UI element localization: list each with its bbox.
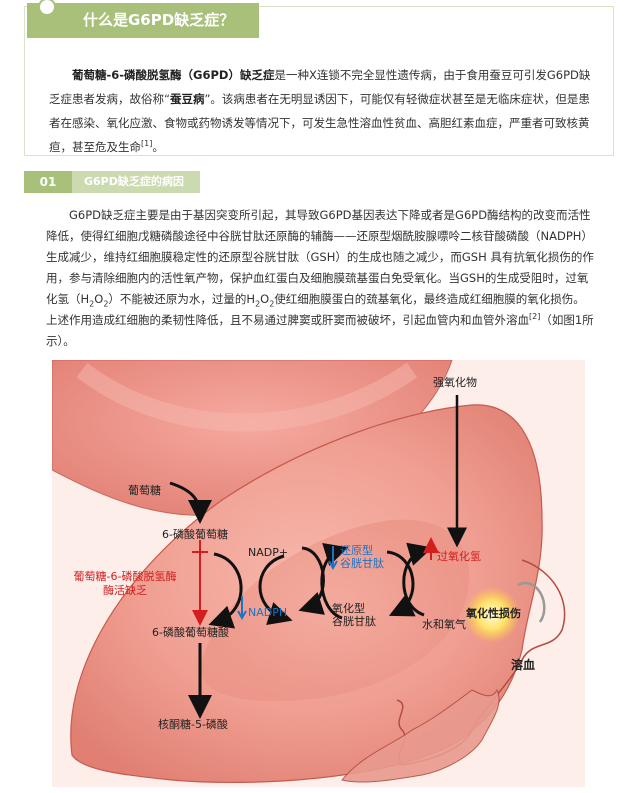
- membrane-loop: [517, 581, 546, 623]
- h2o2-formula-b: H2O2: [246, 292, 275, 309]
- label-6pg: 6-磷酸葡萄糖酸: [152, 626, 229, 639]
- body-text-1: G6PD缺乏症主要是由于基因突变所引起，其导致G6PD基因表达下降或者是G6PD…: [46, 208, 594, 306]
- label-hemolysis: 溶血: [511, 658, 536, 672]
- arrow-h2o2-cycle-1: [386, 550, 416, 617]
- section-header: 01 G6PD缺乏症的病因: [24, 171, 200, 193]
- h2o2-a-sub2: 2: [103, 299, 109, 309]
- h2o2-formula-a: H2O2: [80, 292, 109, 309]
- section-number: 01: [39, 175, 57, 189]
- arrow-nadp-cycle-2: [258, 554, 293, 625]
- h2o2-a-h: H: [80, 292, 90, 306]
- arrow-nadp-cycle-1: [208, 552, 243, 629]
- label-oxidant: 强氧化物: [433, 376, 477, 389]
- label-ru5p: 核酮糖-5-磷酸: [158, 718, 228, 731]
- h2o2-b-sub1: 2: [255, 299, 261, 309]
- intro-title: 什么是G6PD缺乏症？: [83, 11, 235, 29]
- intro-lead: 葡萄糖-6-磷酸脱氢酶（G6PD）缺乏症: [72, 68, 275, 82]
- label-nadph: NADPH: [248, 606, 288, 619]
- h2o2-b-o: O: [260, 292, 270, 306]
- label-g6p: 6-磷酸葡萄糖: [162, 528, 228, 541]
- body-text-2: ）不能被还原为水，过量的: [108, 292, 247, 306]
- section-title: G6PD缺乏症的病因: [84, 175, 184, 188]
- intro-text-1: 是一种X连锁不完全显性遗传病，由于食用蚕豆可引发G6PD缺乏症患者发病，故俗称“: [49, 68, 591, 106]
- pathway-figure: 强氧化物 葡萄糖 6-磷酸葡萄糖 葡萄糖-6-磷酸脱氢酶 酶活缺乏 6-磷酸葡萄…: [52, 360, 585, 787]
- label-nadp: NADP+: [248, 546, 289, 559]
- intro-paragraph: 葡萄糖-6-磷酸脱氢酶（G6PD）缺乏症是一种X连锁不完全显性遗传病，由于食用蚕…: [49, 63, 594, 159]
- arrow-glucose: [169, 481, 212, 524]
- label-water-oxygen: 水和氧气: [422, 618, 466, 631]
- body-text-3: 使红细胞膜蛋白的巯基氧化，最终造成红细胞膜的氧化损伤。上述作用造成红细胞的柔韧性…: [46, 292, 585, 327]
- h2o2-a-sub1: 2: [89, 299, 95, 309]
- oxidative-damage-glow: [464, 587, 520, 643]
- intro-ref[interactable]: [1]: [141, 139, 153, 149]
- label-gsh: 还原型 谷胱甘肽: [340, 544, 384, 570]
- label-g6pd-deficiency: 葡萄糖-6-磷酸脱氢酶 酶活缺乏: [73, 570, 177, 597]
- hemolysis-debris: [341, 688, 500, 783]
- h2o2-a-o: O: [94, 292, 104, 306]
- arrow-h2o2-cycle-2: [402, 542, 433, 617]
- intro-bold-term: 蚕豆病: [169, 92, 205, 106]
- label-glucose: 葡萄糖: [128, 484, 161, 497]
- intro-ring-icon: [38, 0, 56, 16]
- label-oxidative-damage: 氧化性损伤: [466, 607, 521, 620]
- h2o2-b-h: H: [246, 292, 256, 306]
- figure-illustration: [52, 360, 585, 787]
- intro-box: 葡萄糖-6-磷酸脱氢酶（G6PD）缺乏症是一种X连锁不完全显性遗传病，由于食用蚕…: [24, 6, 614, 156]
- h2o2-b-sub2: 2: [269, 299, 275, 309]
- body-text-4: （如图1所示）。: [46, 313, 594, 348]
- label-gssg: 氧化型 谷胱甘肽: [332, 602, 376, 628]
- body-ref[interactable]: [2]: [529, 312, 541, 322]
- intro-text-2: ”。该病患者在无明显诱因下，可能仅有轻微症状甚至是无临床症状，但是患者在感染、氧…: [49, 92, 590, 154]
- body-paragraph: G6PD缺乏症主要是由于基因突变所引起，其导致G6PD基因表达下降或者是G6PD…: [46, 205, 594, 352]
- intro-end: 。: [152, 140, 164, 154]
- label-h2o2: 过氧化氢: [437, 550, 481, 563]
- intro-title-tab: 什么是G6PD缺乏症？: [27, 3, 259, 38]
